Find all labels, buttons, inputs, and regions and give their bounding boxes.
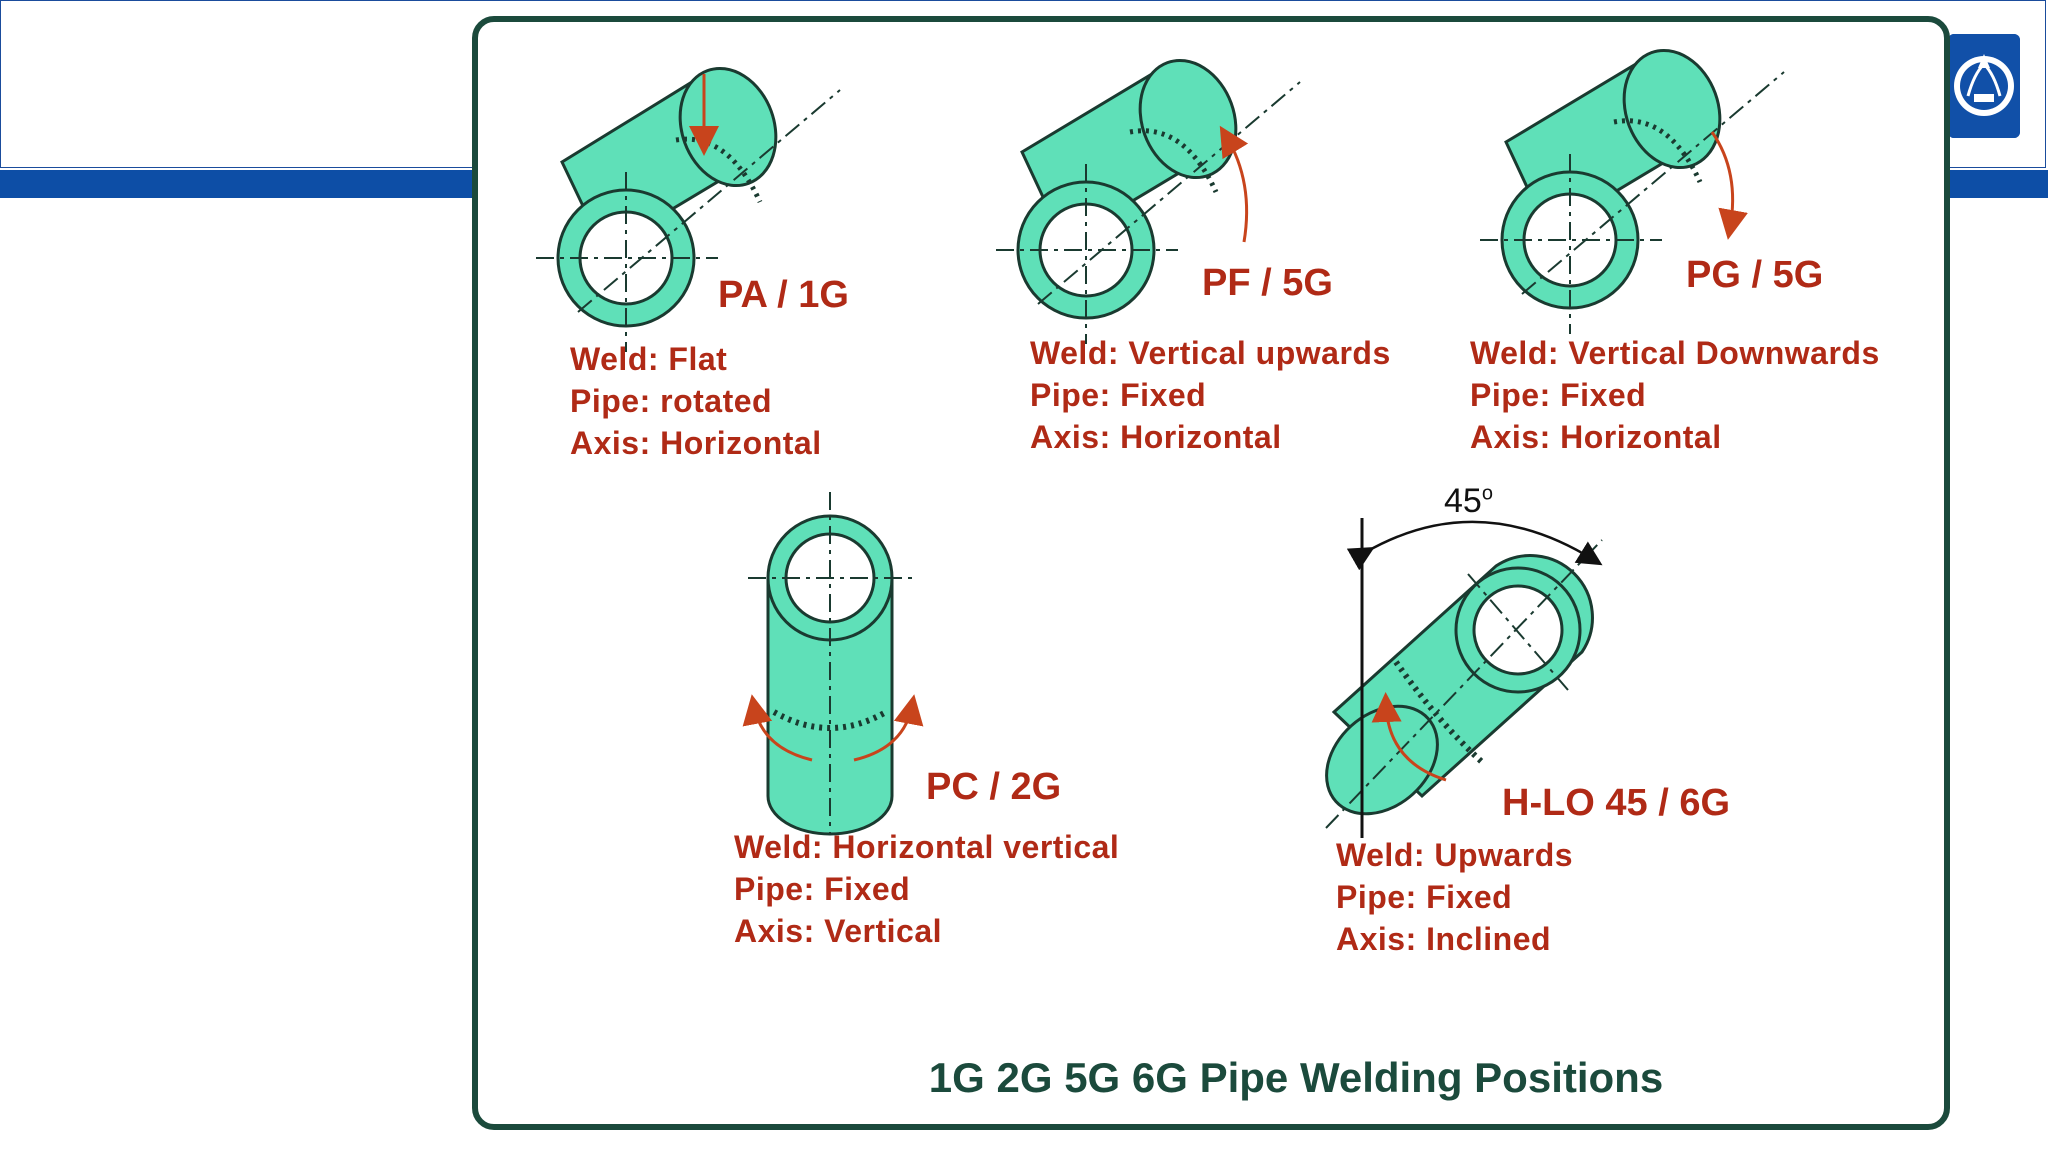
pipe-info-5g-pg: Pipe: Fixed	[1470, 377, 1647, 413]
pipe-2g-illustration	[742, 492, 924, 836]
weld-info-1g: Weld: Flat	[570, 341, 728, 377]
position-code-5g-pg: PG / 5G	[1686, 254, 1824, 296]
pipe-info-6g: Pipe: Fixed	[1336, 879, 1513, 915]
position-code-6g: H-LO 45 / 6G	[1502, 782, 1731, 824]
angle-label: 45o	[1444, 482, 1493, 521]
diagram-caption: 1G 2G 5G 6G Pipe Welding Positions	[928, 1054, 1664, 1101]
pipe-5g-pf-illustration	[996, 58, 1301, 344]
position-code-5g-pf: PF / 5G	[1202, 262, 1333, 304]
pipe-5g-pg-illustration	[1480, 48, 1785, 334]
weld-info-5g-pg: Weld: Vertical Downwards	[1470, 335, 1880, 371]
angle-unit: o	[1481, 482, 1493, 505]
pipe-1g-illustration	[536, 66, 841, 352]
axis-info-5g-pf: Axis: Horizontal	[1030, 419, 1282, 455]
weld-info-2g: Weld: Horizontal vertical	[734, 829, 1120, 865]
axis-info-2g: Axis: Vertical	[734, 913, 942, 949]
axis-info-1g: Axis: Horizontal	[570, 425, 822, 461]
pipe-info-1g: Pipe: rotated	[570, 383, 773, 419]
university-crest-icon	[1948, 34, 2020, 138]
pipe-6g-illustration	[1325, 518, 1603, 838]
pipe-illustrations	[536, 48, 1785, 838]
axis-info-5g-pg: Axis: Horizontal	[1470, 419, 1722, 455]
axis-info-6g: Axis: Inclined	[1336, 921, 1552, 957]
weld-info-6g: Weld: Upwards	[1336, 837, 1574, 873]
pipe-welding-diagram: PA / 1G PF / 5G PG / 5G PC / 2G H-LO 45 …	[472, 16, 1950, 1130]
position-code-1g: PA / 1G	[718, 274, 849, 316]
weld-info-5g-pf: Weld: Vertical upwards	[1030, 335, 1391, 371]
position-code-2g: PC / 2G	[926, 766, 1062, 808]
pipe-info-5g-pf: Pipe: Fixed	[1030, 377, 1207, 413]
angle-value: 45	[1444, 482, 1482, 520]
pipe-info-2g: Pipe: Fixed	[734, 871, 911, 907]
